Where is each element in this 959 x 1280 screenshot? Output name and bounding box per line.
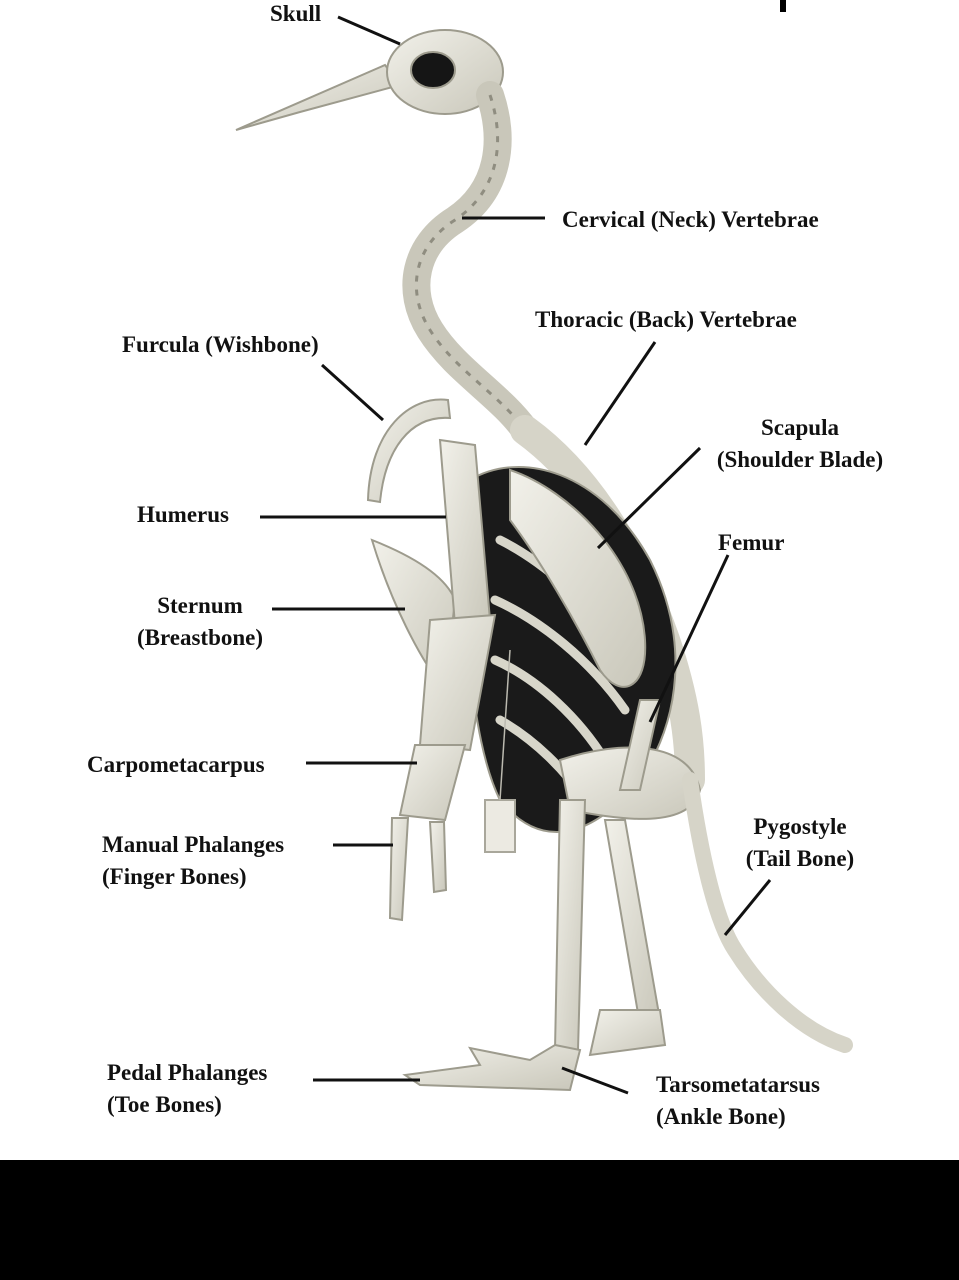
tibia-back [603, 819, 662, 1027]
cervical-label: Cervical (Neck) Vertebrae [562, 204, 819, 236]
manual-text-2: (Finger Bones) [102, 864, 247, 889]
tarsometatarsus-text-1: Tarsometatarsus [656, 1072, 820, 1097]
pygostyle-text-1: Pygostyle [753, 814, 847, 839]
scapula-text-2: (Shoulder Blade) [716, 447, 884, 472]
radius-ulna [418, 613, 497, 752]
specimen-tag [484, 799, 516, 853]
sternum-text-1: Sternum [157, 593, 243, 618]
scapula-label: Scapula (Shoulder Blade) [700, 412, 900, 476]
pygostyle-text-2: (Tail Bone) [745, 846, 855, 871]
skeleton-body [235, 29, 853, 1092]
manual-phalanges-label: Manual Phalanges (Finger Bones) [102, 829, 284, 893]
tarsometatarsus-leader [561, 1066, 629, 1095]
neck-vertebrae [402, 81, 539, 444]
tarsometatarsus-text-2: (Ankle Bone) [656, 1104, 786, 1129]
skull-label: Skull [270, 0, 321, 30]
pedal-text-2: (Toe Bones) [107, 1092, 222, 1117]
cervical-text: Cervical (Neck) Vertebrae [562, 207, 819, 232]
tarsometatarsus-label: Tarsometatarsus (Ankle Bone) [656, 1069, 820, 1133]
furcula-text: Furcula (Wishbone) [122, 332, 319, 357]
femur-label: Femur [718, 527, 784, 559]
thoracic-leader [583, 341, 657, 446]
femur-leader [648, 554, 730, 723]
carpometacarpus-label: Carpometacarpus [87, 749, 265, 781]
pedal-phalanges-label: Pedal Phalanges (Toe Bones) [107, 1057, 267, 1121]
pygostyle-leader [723, 879, 772, 936]
diagram-canvas: Skull Cervical (Neck) Vertebrae Thoracic… [87, 0, 900, 1133]
pygostyle-label: Pygostyle (Tail Bone) [730, 811, 870, 875]
front-foot [402, 1043, 582, 1092]
skull-text: Skull [270, 1, 322, 26]
sternum-label: Sternum (Breastbone) [120, 590, 280, 654]
thoracic-text: Thoracic (Back) Vertebrae [535, 307, 797, 332]
sternum-text-2: (Breastbone) [136, 625, 264, 650]
eye-socket [410, 51, 456, 89]
carpometacarpus-text: Carpometacarpus [87, 752, 265, 777]
pedal-text-1: Pedal Phalanges [107, 1060, 268, 1085]
scapula-text-1: Scapula [761, 415, 839, 440]
humerus-label: Humerus [137, 499, 229, 531]
humerus-text: Humerus [137, 502, 229, 527]
tibia-front [553, 799, 587, 1051]
furcula-label: Furcula (Wishbone) [122, 329, 319, 361]
femur-text: Femur [718, 530, 785, 555]
manual-text-1: Manual Phalanges [102, 832, 285, 857]
cropped-title-fragment [780, 0, 786, 12]
back-foot [588, 1009, 667, 1057]
beak [235, 63, 402, 131]
furcula-bone [366, 398, 452, 504]
femur-bone [618, 699, 662, 791]
finger-bone-1 [388, 817, 410, 922]
bottom-black-bar [0, 1160, 959, 1280]
skull-leader [337, 15, 401, 46]
tail-bones [682, 772, 853, 1053]
scapula-bone [509, 468, 647, 688]
scapula-leader [596, 446, 702, 550]
thoracic-label: Thoracic (Back) Vertebrae [535, 304, 797, 336]
furcula-leader [320, 363, 385, 422]
leader-lines [260, 15, 772, 1095]
penguin-skeleton-illustration [235, 15, 853, 1095]
carpometacarpus-bone [398, 744, 467, 822]
finger-bone-2 [428, 821, 448, 894]
